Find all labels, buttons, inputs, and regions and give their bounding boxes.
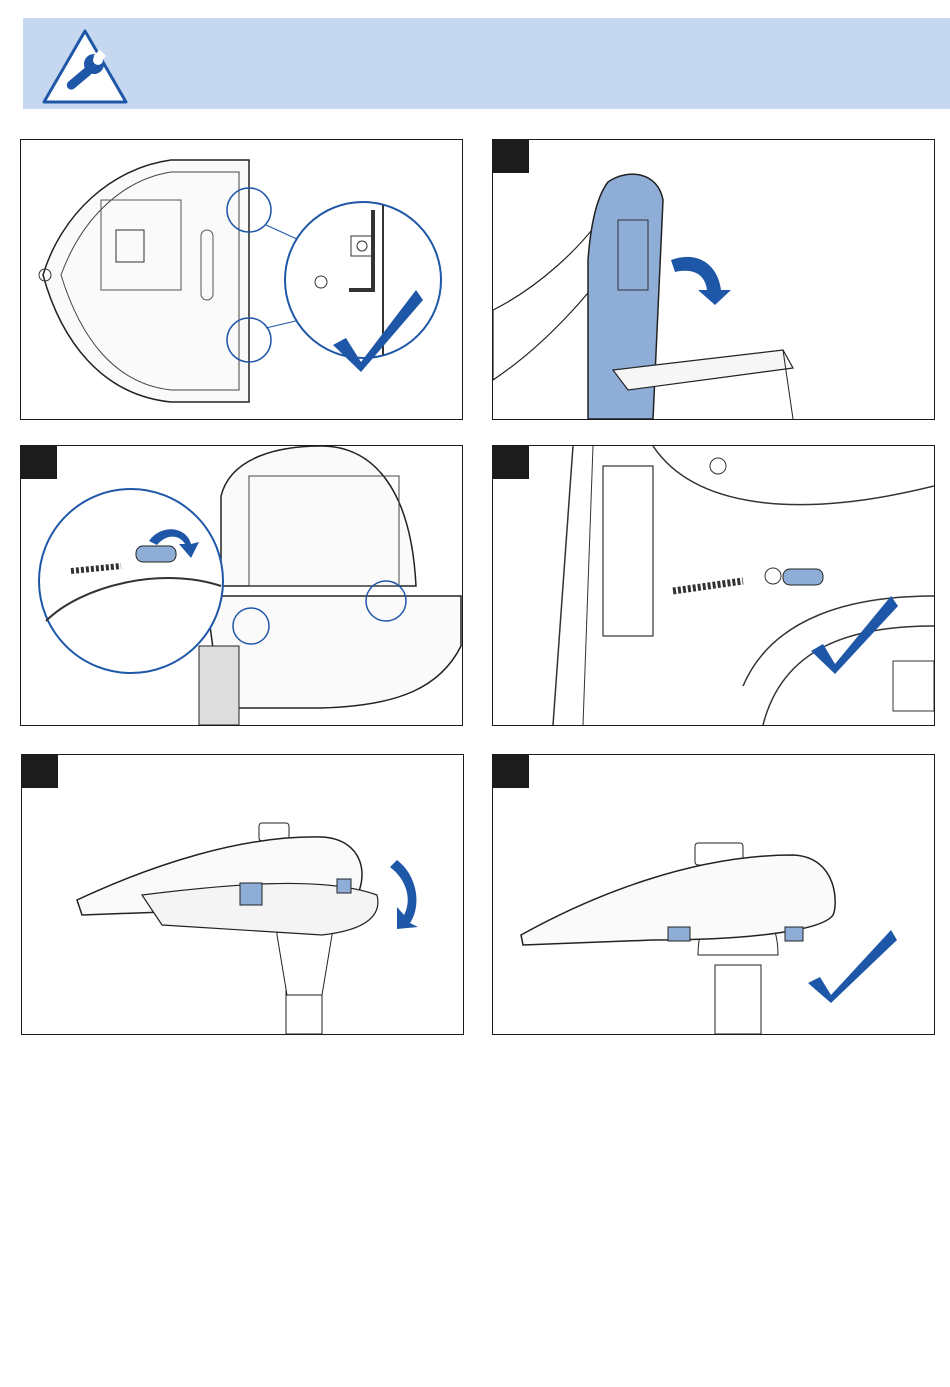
curved-arrow-icon bbox=[671, 257, 731, 305]
header-banner bbox=[23, 18, 950, 109]
step-tab bbox=[493, 755, 529, 788]
step-tab bbox=[21, 446, 57, 479]
spring-latch-zoom-illustration bbox=[21, 446, 462, 725]
step-panel-1 bbox=[20, 139, 463, 420]
step-tab bbox=[493, 446, 529, 479]
wrench-warning-icon bbox=[40, 26, 130, 106]
curved-arrow-icon bbox=[390, 860, 418, 929]
latch-closeup-illustration bbox=[493, 446, 934, 725]
page-blank-area bbox=[0, 1040, 950, 1387]
check-mark-icon bbox=[808, 930, 897, 1003]
step-tab bbox=[22, 755, 58, 788]
zoom-detail-circle bbox=[39, 489, 223, 673]
luminaire-top-view-illustration bbox=[21, 140, 462, 419]
step-panel-3 bbox=[20, 445, 463, 726]
step-panel-6 bbox=[492, 754, 935, 1035]
step-panel-2 bbox=[492, 139, 935, 420]
cover-opening-illustration bbox=[493, 140, 934, 419]
step-tab bbox=[493, 140, 529, 173]
closed-luminaire-illustration bbox=[493, 755, 934, 1034]
step-panel-4 bbox=[492, 445, 935, 726]
zoom-detail-circle bbox=[285, 202, 441, 358]
step-panel-5 bbox=[21, 754, 464, 1035]
cover-closing-illustration bbox=[22, 755, 463, 1034]
